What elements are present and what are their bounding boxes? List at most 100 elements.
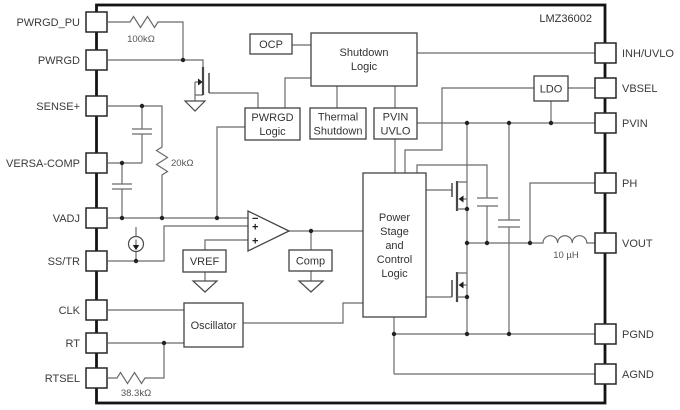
- nmos-symbol-highside: [426, 123, 468, 243]
- pin-pwrgd: PWRGD: [38, 49, 108, 71]
- rtsel-resistor-value: 38.3kΩ: [121, 388, 151, 399]
- divider-resistor-value: 20kΩ: [171, 158, 193, 169]
- block-label: Oscillator: [191, 320, 237, 332]
- wire-ph: [529, 182, 596, 243]
- block-comp: Comp: [288, 249, 333, 272]
- mosfet-body-arrow: [198, 78, 203, 86]
- block-label: Shutdown: [314, 126, 363, 138]
- mosfet-body-arrow: [458, 281, 464, 289]
- mosfet-leads: [457, 243, 468, 334]
- pins-left: PWRGD_PU PWRGD SENSE+ VERSA-COMP VADJ SS…: [6, 11, 108, 389]
- wires: [108, 15, 596, 385]
- pin-pvin: PVIN: [594, 112, 648, 134]
- amp-inverting-sign: −: [252, 213, 258, 225]
- amp-noninverting-sign-1: +: [252, 222, 258, 234]
- block-label: Power: [379, 212, 411, 224]
- nmos-symbol-pwrgd: [183, 67, 210, 112]
- pin-pwrgd-pu: PWRGD_PU: [16, 11, 108, 33]
- block-label: Stage: [380, 226, 409, 238]
- resistor-symbol-100k: [108, 15, 184, 60]
- mosfet-leads: [457, 123, 468, 243]
- inductor-value: 10 µH: [553, 250, 579, 261]
- pin-sense-plus: SENSE+: [36, 95, 108, 117]
- block-label: and: [385, 240, 403, 252]
- pin-label: SENSE+: [36, 101, 80, 113]
- pin-vadj: VADJ: [53, 207, 108, 229]
- pin-agnd: AGND: [594, 363, 654, 385]
- error-amplifier-symbol: − + +: [247, 209, 291, 253]
- wire-pwrgd-fet-source: [194, 81, 203, 101]
- block-vref: VREF: [182, 249, 227, 273]
- pin-vout: VOUT: [594, 232, 653, 254]
- pin-label: AGND: [622, 369, 654, 381]
- block-ocp: OCP: [249, 33, 293, 55]
- pin-label: PGND: [622, 329, 654, 341]
- wire-oscillator-out: [243, 302, 363, 324]
- block-label: PVIN: [383, 112, 409, 124]
- chip-name: LMZ36002: [539, 13, 592, 25]
- block-label: Logic: [381, 268, 408, 280]
- block-label: VREF: [190, 256, 220, 268]
- pin-rtsel: RTSEL: [45, 367, 108, 389]
- wire-ldo-powerstage: [404, 87, 534, 173]
- pin-label: CLK: [59, 305, 81, 317]
- capacitor-symbol-input: [498, 123, 520, 334]
- pin-pgnd: PGND: [594, 323, 654, 345]
- block-label: LDO: [540, 84, 563, 96]
- mosfet-body-arrow: [458, 195, 464, 203]
- pin-label: VADJ: [53, 213, 80, 225]
- block-label: Thermal: [318, 112, 358, 124]
- pin-label: VOUT: [622, 238, 653, 250]
- block-power-stage: Power Stage and Control Logic: [362, 172, 427, 318]
- pin-ss-tr: SS/TR: [48, 250, 108, 272]
- pin-label: SS/TR: [48, 256, 80, 268]
- resistor-symbol-rtsel: [108, 343, 165, 385]
- block-label: Comp: [296, 256, 325, 268]
- resistor-symbol-20k: [108, 105, 169, 218]
- pin-label: VERSA-COMP: [6, 158, 80, 170]
- pin-label: INH/UVLO: [622, 48, 674, 60]
- block-thermal-shutdown: Thermal Shutdown: [309, 107, 367, 140]
- pin-label: PWRGD: [38, 55, 80, 67]
- block-pvin-uvlo: PVIN UVLO: [373, 107, 418, 140]
- pin-vbsel: VBSEL: [594, 77, 657, 99]
- block-ldo: LDO: [533, 75, 569, 102]
- pullup-resistor-value: 100kΩ: [127, 34, 155, 45]
- pin-ph: PH: [594, 172, 637, 194]
- pin-label: VBSEL: [622, 83, 657, 95]
- block-label: Control: [377, 254, 412, 266]
- pin-label: PVIN: [622, 118, 648, 130]
- pins-right: INH/UVLO VBSEL PVIN PH VOUT PGND AGND: [594, 42, 674, 385]
- capacitor-symbol-bootstrap: [416, 164, 498, 243]
- ground-symbol: [183, 100, 207, 112]
- wire-pwrgd-fet-gate: [209, 92, 259, 108]
- pin-label: PWRGD_PU: [16, 17, 80, 29]
- block-oscillator: Oscillator: [183, 302, 244, 348]
- pin-clk: CLK: [59, 299, 108, 321]
- junction-dots: [119, 57, 554, 346]
- block-label: Shutdown: [340, 47, 389, 59]
- chip-outline: [95, 3, 607, 405]
- block-label: UVLO: [381, 126, 411, 138]
- block-label: PWRGD: [251, 112, 293, 124]
- pin-label: RTSEL: [45, 373, 80, 385]
- block-label: Logic: [351, 61, 378, 73]
- nmos-symbol-lowside: [426, 243, 468, 334]
- block-shutdown-logic: Shutdown Logic: [310, 32, 418, 87]
- inductor-symbol: [467, 235, 596, 244]
- capacitor-symbol-versa: [112, 163, 132, 218]
- current-source-symbol: [127, 235, 145, 253]
- ground-symbol: [297, 280, 325, 293]
- pin-label: RT: [66, 338, 81, 350]
- block-label: Logic: [259, 126, 286, 138]
- capacitor-symbol-sense: [132, 106, 152, 163]
- block-pwrgd-logic: PWRGD Logic: [244, 107, 301, 141]
- block-label: OCP: [259, 39, 283, 51]
- pin-label: PH: [622, 178, 637, 190]
- wire-pwrgd: [108, 59, 204, 68]
- pin-rt: RT: [66, 332, 108, 354]
- wire-pwrgd-logic-sense: [216, 126, 245, 218]
- pin-versa-comp: VERSA-COMP: [6, 152, 108, 174]
